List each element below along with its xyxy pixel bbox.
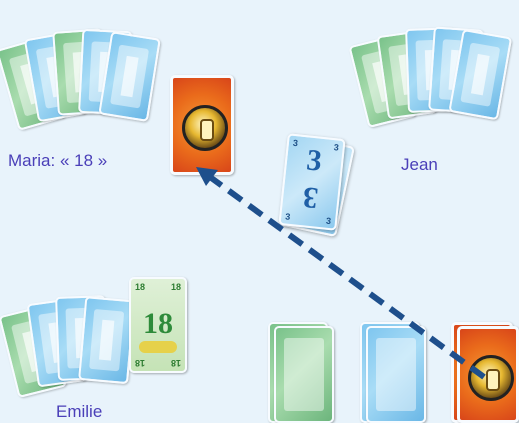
emilie-card[interactable] [78,296,135,384]
draw-pile-green-top[interactable] [274,326,334,423]
card-corner-value: 18 [135,282,145,292]
card-corner-value: 18 [171,282,181,292]
skyjo-logo-icon [468,355,514,401]
player-label-jean: Jean [401,155,438,175]
center-discard-card[interactable]: 3 3 3 3 3 3 [278,133,345,231]
draw-pile-orange[interactable] [457,326,519,423]
draw-pile-blue-top[interactable] [366,326,426,423]
card-corner-value: 3 [285,211,291,221]
card-corner-value: 18 [171,358,181,368]
card-illustration [139,341,177,353]
player-label-emilie: Emilie [56,402,102,422]
maria-played-card[interactable] [170,75,234,175]
card-main-value: 3 [286,141,343,180]
player-label-maria: Maria: « 18 » [8,151,107,171]
card-corner-value: 18 [135,358,145,368]
card-main-value: 3 [282,177,339,216]
card-corner-value: 3 [325,216,331,226]
emilie-revealed-card[interactable]: 18 18 18 18 18 [129,277,187,373]
skyjo-logo-icon [182,105,228,151]
card-main-value: 18 [131,307,185,341]
